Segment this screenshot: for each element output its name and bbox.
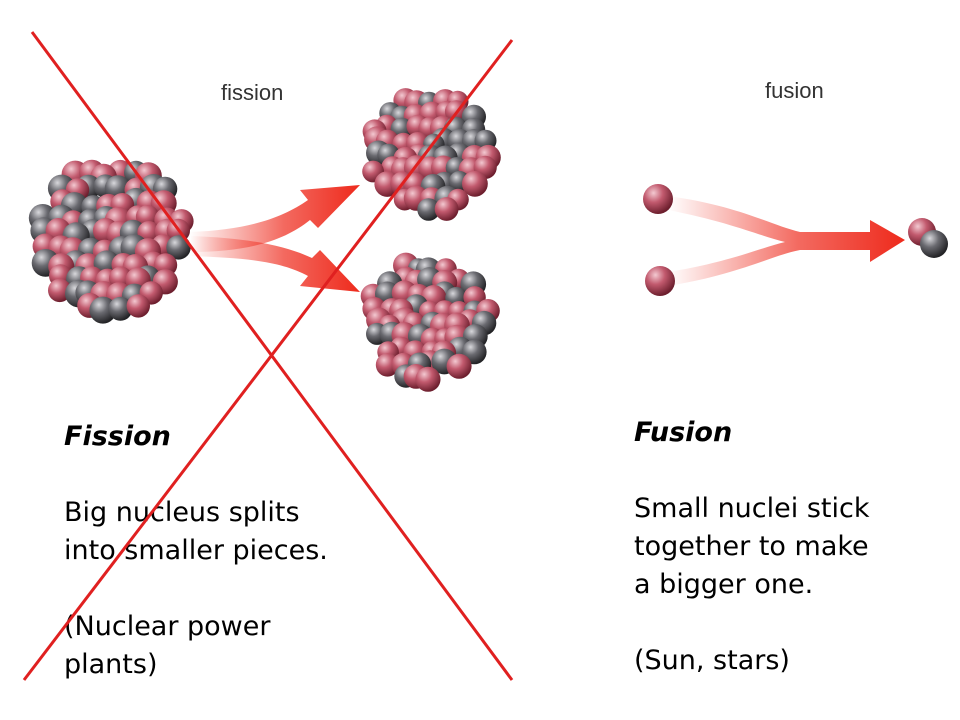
- fission-arrow-icon: [190, 185, 360, 292]
- large-nucleus-icon: [28, 159, 194, 324]
- fusion-diagram-label: fusion: [765, 78, 824, 103]
- fusion-small-nucleus-bottom-icon: [645, 266, 675, 296]
- fission-description-line: into smaller pieces.: [64, 535, 328, 566]
- nucleon: [415, 366, 441, 392]
- daughter-nucleus-bottom-icon: [360, 252, 500, 392]
- fusion-heading: Fusion: [634, 417, 733, 448]
- nucleon: [446, 353, 472, 379]
- fission-example-line: (Nuclear power: [64, 611, 271, 642]
- fusion-arrow-icon: [668, 196, 905, 286]
- nucleon: [126, 294, 150, 318]
- fusion-text-block: Fusion Small nuclei stick together to ma…: [634, 414, 869, 680]
- fusion-description-line: together to make: [634, 531, 869, 562]
- fusion-example-line: (Sun, stars): [634, 645, 790, 676]
- fission-description-line: Big nucleus splits: [64, 497, 300, 528]
- fission-example-line: plants): [64, 649, 158, 680]
- fission-text-block: Fission Big nucleus splits into smaller …: [64, 418, 328, 684]
- fusion-description-line: a bigger one.: [634, 569, 814, 600]
- fusion-product-nucleus-icon: [908, 218, 948, 258]
- fusion-description-line: Small nuclei stick: [634, 493, 870, 524]
- fusion-small-nucleus-top-icon: [643, 184, 673, 214]
- nucleon: [434, 197, 459, 221]
- fission-heading: Fission: [64, 421, 171, 452]
- fission-diagram-label: fission: [221, 80, 284, 105]
- daughter-nucleus-top-icon: [362, 88, 501, 221]
